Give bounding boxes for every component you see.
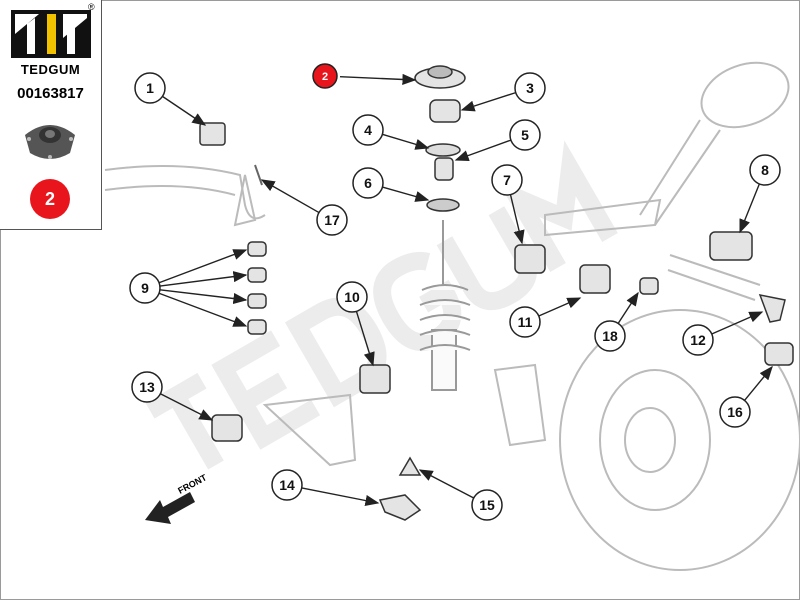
callout-circle — [271, 469, 303, 501]
leader-line-3 — [460, 91, 516, 112]
callout-circle — [129, 272, 161, 304]
leader-line-14 — [301, 487, 380, 507]
callout-5[interactable]: 5 — [509, 119, 541, 151]
callout-number: 11 — [518, 314, 533, 330]
callout-17[interactable]: 17 — [316, 204, 348, 236]
callout-circle — [352, 167, 384, 199]
position-badge: 2 — [30, 179, 70, 219]
leader-line-18 — [617, 291, 639, 324]
callout-number: 15 — [479, 497, 495, 513]
callout-number: 7 — [503, 172, 511, 188]
callout-18[interactable]: 18 — [594, 320, 626, 352]
callout-number: 12 — [690, 332, 706, 348]
brand-name: TEDGUM — [20, 62, 81, 77]
registered-mark: ® — [88, 2, 95, 12]
callout-number: 3 — [526, 80, 534, 96]
front-arrow: FRONT — [145, 472, 209, 524]
callout-circle — [509, 119, 541, 151]
leader-line-9 — [158, 292, 248, 327]
leader-line-9 — [159, 271, 248, 287]
callout-circle — [134, 72, 166, 104]
callout-number: 18 — [602, 328, 618, 344]
callout-2[interactable]: 2 — [312, 63, 338, 89]
leader-line-9 — [159, 289, 248, 305]
callout-9[interactable]: 9 — [129, 272, 161, 304]
leader-line-5 — [454, 139, 512, 161]
leader-line-1 — [162, 95, 207, 126]
callout-number: 14 — [279, 477, 295, 493]
callout-circle — [471, 489, 503, 521]
callout-number: 6 — [364, 175, 372, 191]
callout-number: 5 — [521, 127, 529, 143]
leader-line-15 — [418, 469, 475, 499]
callout-circle — [491, 164, 523, 196]
callout-7[interactable]: 7 — [491, 164, 523, 196]
callout-number: 9 — [141, 280, 149, 296]
callout-circle — [514, 72, 546, 104]
callout-1[interactable]: 1 — [134, 72, 166, 104]
callout-circle — [352, 114, 384, 146]
tedgum-logo — [11, 10, 91, 58]
leader-line-4 — [382, 133, 430, 150]
callout-11[interactable]: 11 — [509, 306, 541, 338]
leader-line-10 — [355, 311, 375, 367]
strut-sketch — [419, 220, 471, 391]
callout-15[interactable]: 15 — [471, 489, 503, 521]
chassis-sketch — [104, 61, 800, 571]
leader-line-7 — [509, 194, 525, 245]
callout-6[interactable]: 6 — [352, 167, 384, 199]
callout-circle — [312, 63, 338, 89]
callout-number: 2 — [322, 71, 328, 83]
leader-line-11 — [538, 297, 582, 317]
callout-number: 16 — [727, 404, 743, 420]
callout-8[interactable]: 8 — [749, 154, 781, 186]
callout-circle — [509, 306, 541, 338]
parts — [199, 65, 794, 521]
leader-line-8 — [739, 183, 761, 234]
callout-14[interactable]: 14 — [271, 469, 303, 501]
callout-4[interactable]: 4 — [352, 114, 384, 146]
callout-circle — [336, 281, 368, 313]
leader-lines — [158, 73, 773, 507]
callout-circle — [749, 154, 781, 186]
callout-number: 4 — [364, 122, 372, 138]
callout-number: 10 — [344, 289, 360, 305]
callout-3[interactable]: 3 — [514, 72, 546, 104]
callout-circle — [316, 204, 348, 236]
callout-number: 1 — [146, 80, 154, 96]
part-number: 00163817 — [17, 85, 84, 102]
callout-number: 13 — [139, 379, 155, 395]
callout-circle — [131, 371, 163, 403]
leader-line-6 — [382, 186, 430, 202]
leader-line-16 — [743, 365, 773, 401]
callout-number: 17 — [324, 212, 340, 228]
callout-12[interactable]: 12 — [682, 324, 714, 356]
callout-circle — [682, 324, 714, 356]
callout-10[interactable]: 10 — [336, 281, 368, 313]
callout-circle — [719, 396, 751, 428]
leader-line-2 — [339, 73, 417, 86]
product-panel: ® TEDGUM 00163817 2 — [0, 0, 102, 230]
callout-13[interactable]: 13 — [131, 371, 163, 403]
callout-circle — [594, 320, 626, 352]
leader-line-9 — [158, 249, 248, 284]
leader-line-12 — [711, 311, 764, 335]
leader-line-13 — [160, 393, 214, 421]
front-label: FRONT — [176, 472, 209, 496]
callout-number: 8 — [761, 162, 769, 178]
strut-mount-photo — [25, 125, 75, 159]
leader-line-17 — [260, 179, 320, 214]
callout-16[interactable]: 16 — [719, 396, 751, 428]
